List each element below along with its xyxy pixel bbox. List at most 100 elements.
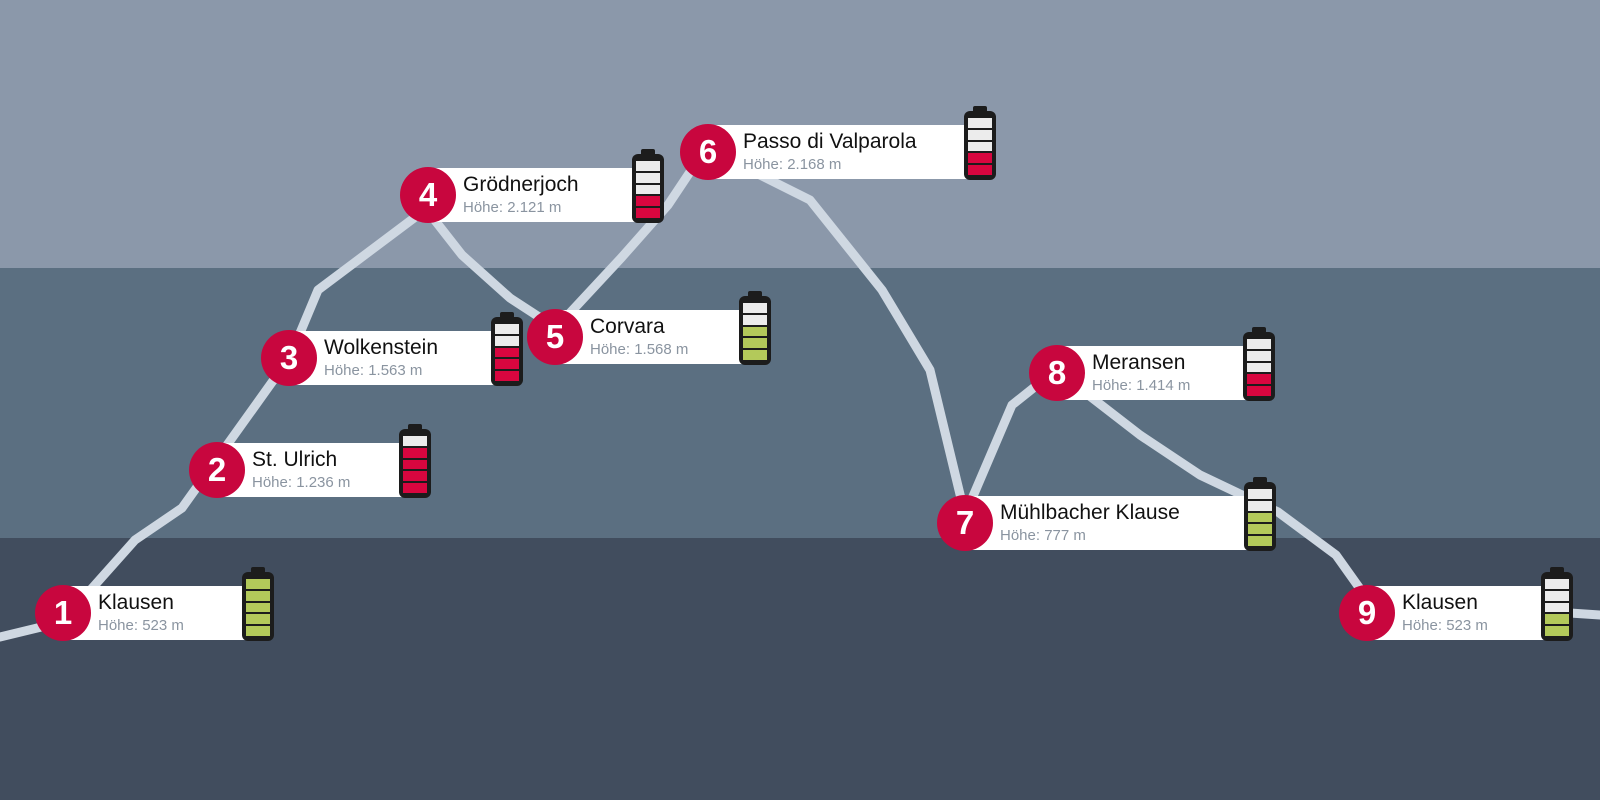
battery-cell-red bbox=[636, 196, 660, 207]
battery-cell-red bbox=[1247, 374, 1271, 385]
battery-icon bbox=[739, 291, 771, 365]
stop-card: Mühlbacher Klause Höhe: 777 m bbox=[964, 496, 1249, 550]
battery-cell-red bbox=[636, 208, 660, 218]
stop-name: Mühlbacher Klause bbox=[1000, 501, 1180, 524]
battery-cell-red bbox=[403, 471, 427, 482]
battery-cell-red bbox=[403, 447, 427, 458]
stop-card: Corvara Höhe: 1.568 m bbox=[554, 310, 744, 364]
stop-number-badge: 1 bbox=[35, 585, 91, 641]
stop-number-badge: 5 bbox=[527, 309, 583, 365]
stop-name: Wolkenstein bbox=[324, 336, 439, 359]
stop-card: Klausen Höhe: 523 m bbox=[1366, 586, 1546, 640]
battery-cell-empty bbox=[1545, 602, 1569, 613]
battery-cell-empty bbox=[743, 303, 767, 313]
stop-altitude: Höhe: 1.236 m bbox=[252, 474, 351, 491]
battery-body bbox=[491, 317, 523, 386]
battery-cell-red bbox=[403, 483, 427, 493]
stop-card: Passo di Valparola Höhe: 2.168 m bbox=[707, 125, 969, 179]
stop-altitude: Höhe: 2.121 m bbox=[463, 199, 562, 216]
stop-card: Wolkenstein Höhe: 1.563 m bbox=[288, 331, 496, 385]
stop-altitude: Höhe: 2.168 m bbox=[743, 156, 842, 173]
battery-cell-red bbox=[495, 359, 519, 370]
battery-cell-green bbox=[246, 590, 270, 601]
battery-cell-green bbox=[246, 626, 270, 636]
battery-cell-red bbox=[495, 371, 519, 381]
stop-number-badge: 6 bbox=[680, 124, 736, 180]
stop-name: St. Ulrich bbox=[252, 448, 338, 471]
battery-icon bbox=[1243, 327, 1275, 401]
battery-body bbox=[1244, 482, 1276, 551]
battery-cell-empty bbox=[495, 324, 519, 334]
battery-cell-empty bbox=[968, 129, 992, 140]
battery-cap bbox=[973, 106, 987, 112]
battery-cap bbox=[1252, 327, 1266, 333]
battery-body bbox=[632, 154, 664, 223]
stop-number-badge: 2 bbox=[189, 442, 245, 498]
stop-number-badge: 3 bbox=[261, 330, 317, 386]
battery-icon bbox=[1244, 477, 1276, 551]
stop-name: Grödnerjoch bbox=[463, 173, 579, 196]
battery-cell-empty bbox=[636, 172, 660, 183]
battery-cap bbox=[500, 312, 514, 318]
stop-altitude: Höhe: 1.414 m bbox=[1092, 377, 1191, 394]
battery-cap bbox=[748, 291, 762, 297]
battery-cell-green bbox=[246, 614, 270, 625]
battery-cell-empty bbox=[636, 161, 660, 171]
battery-cell-empty bbox=[636, 184, 660, 195]
battery-cell-green bbox=[1545, 626, 1569, 636]
stop-card: Grödnerjoch Höhe: 2.121 m bbox=[427, 168, 637, 222]
stop-card: Meransen Höhe: 1.414 m bbox=[1056, 346, 1248, 400]
battery-icon bbox=[491, 312, 523, 386]
battery-cap bbox=[251, 567, 265, 573]
battery-cell-empty bbox=[1247, 339, 1271, 349]
battery-cell-empty bbox=[495, 335, 519, 346]
battery-cell-empty bbox=[968, 141, 992, 152]
battery-cap bbox=[1550, 567, 1564, 573]
stop-number-badge: 9 bbox=[1339, 585, 1395, 641]
battery-cell-green bbox=[1248, 512, 1272, 523]
battery-cell-red bbox=[968, 165, 992, 175]
stop-name: Corvara bbox=[590, 315, 665, 338]
battery-body bbox=[242, 572, 274, 641]
battery-cell-empty bbox=[968, 118, 992, 128]
battery-icon bbox=[632, 149, 664, 223]
battery-cell-empty bbox=[403, 436, 427, 446]
battery-cell-empty bbox=[743, 314, 767, 325]
battery-cell-green bbox=[1248, 536, 1272, 546]
stop-altitude: Höhe: 1.563 m bbox=[324, 362, 423, 379]
battery-cap bbox=[1253, 477, 1267, 483]
battery-cell-green bbox=[246, 602, 270, 613]
battery-body bbox=[399, 429, 431, 498]
stop-number-badge: 4 bbox=[400, 167, 456, 223]
battery-cell-empty bbox=[1545, 579, 1569, 589]
battery-cell-empty bbox=[1248, 500, 1272, 511]
battery-icon bbox=[1541, 567, 1573, 641]
stop-altitude: Höhe: 523 m bbox=[1402, 617, 1488, 634]
stop-number-badge: 8 bbox=[1029, 345, 1085, 401]
battery-icon bbox=[242, 567, 274, 641]
stop-name: Passo di Valparola bbox=[743, 130, 917, 153]
stop-number-badge: 7 bbox=[937, 495, 993, 551]
stop-name: Klausen bbox=[1402, 591, 1478, 614]
battery-cell-empty bbox=[1545, 590, 1569, 601]
battery-cell-green bbox=[743, 338, 767, 349]
battery-body bbox=[964, 111, 996, 180]
stop-card: St. Ulrich Höhe: 1.236 m bbox=[216, 443, 404, 497]
stop-name: Meransen bbox=[1092, 351, 1186, 374]
battery-cap bbox=[408, 424, 422, 430]
battery-cell-green bbox=[743, 326, 767, 337]
battery-cell-green bbox=[246, 579, 270, 589]
stop-name: Klausen bbox=[98, 591, 174, 614]
battery-cell-empty bbox=[1247, 350, 1271, 361]
stop-altitude: Höhe: 1.568 m bbox=[590, 341, 689, 358]
stop-altitude: Höhe: 777 m bbox=[1000, 527, 1086, 544]
battery-cell-green bbox=[1248, 524, 1272, 535]
battery-cell-empty bbox=[1248, 489, 1272, 499]
battery-cell-red bbox=[403, 459, 427, 470]
battery-cell-empty bbox=[1247, 362, 1271, 373]
stop-altitude: Höhe: 523 m bbox=[98, 617, 184, 634]
battery-icon bbox=[964, 106, 996, 180]
stop-card: Klausen Höhe: 523 m bbox=[62, 586, 247, 640]
battery-cell-red bbox=[968, 153, 992, 164]
